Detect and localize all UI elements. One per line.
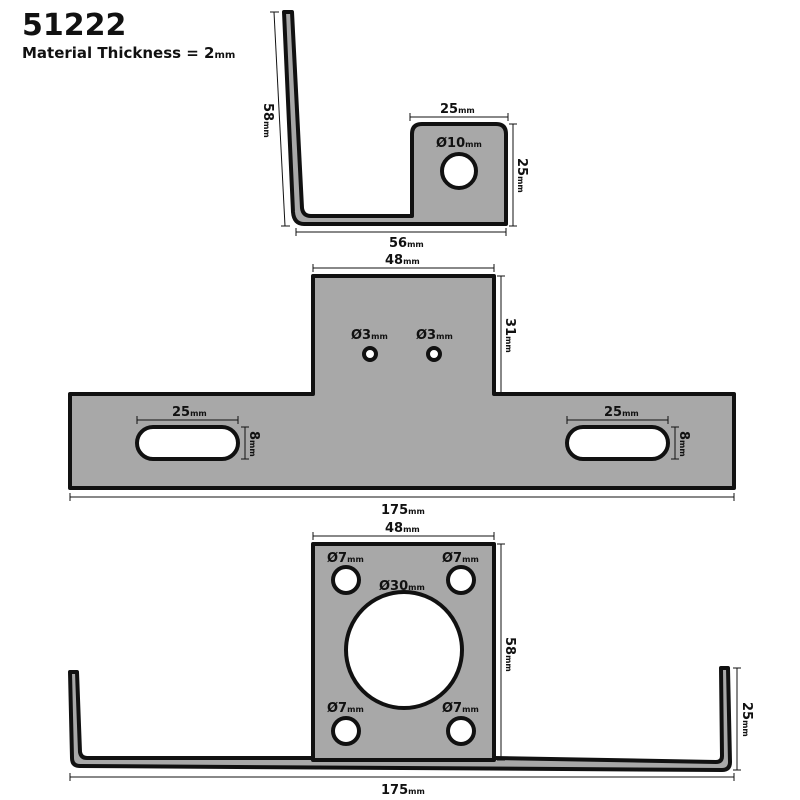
material-thickness: Material Thickness = 2mm bbox=[22, 44, 235, 62]
u-bracket-hole-bottom-right bbox=[446, 716, 476, 746]
header: 51222 Material Thickness = 2mm bbox=[22, 8, 235, 62]
side-view-profile bbox=[282, 10, 508, 226]
dim-line-side-height bbox=[273, 11, 286, 227]
dim-label-u-arm-height: 25mm bbox=[739, 702, 754, 737]
dim-label-slot-right-width: 8mm bbox=[676, 431, 691, 457]
dim-label-slot-right-length: 25mm bbox=[604, 405, 639, 420]
side-view: 58mm 56mm 25mm 25mm Ø10mm bbox=[260, 10, 529, 251]
dim-label-tab-width: 25mm bbox=[440, 102, 475, 117]
label-u-hole-top-left: Ø7mm bbox=[327, 551, 364, 566]
u-bracket-center-hole bbox=[344, 590, 464, 710]
label-u-center-hole: Ø30mm bbox=[379, 579, 425, 594]
dim-label-u-total-width: 175mm bbox=[381, 783, 425, 798]
t-plate-small-hole-right bbox=[426, 346, 442, 362]
u-bracket-profile bbox=[68, 666, 732, 772]
label-u-hole-bottom-left: Ø7mm bbox=[327, 701, 364, 716]
side-view-hole bbox=[440, 152, 478, 190]
u-bracket-hole-bottom-left bbox=[331, 716, 361, 746]
dim-label-slot-left-width: 8mm bbox=[246, 431, 261, 457]
u-bracket-view: 48mm 58mm Ø7mm Ø7mm Ø30mm Ø7mm Ø7mm 25mm… bbox=[68, 521, 754, 798]
thickness-label: Material Thickness = 2 bbox=[22, 44, 215, 62]
u-bracket-hole-top-right bbox=[446, 565, 476, 595]
t-plate-view: 48mm 31mm Ø3mm Ø3mm 25mm 8mm 25mm 8mm bbox=[68, 253, 736, 518]
dim-label-u-plate-width: 48mm bbox=[385, 521, 420, 536]
part-number: 51222 bbox=[22, 8, 127, 43]
dim-label-t-total-width: 175mm bbox=[381, 503, 425, 518]
dim-label-side-height: 58mm bbox=[260, 103, 275, 138]
t-plate-slot-right bbox=[565, 425, 670, 461]
label-u-hole-bottom-right: Ø7mm bbox=[442, 701, 479, 716]
dim-label-u-plate-height: 58mm bbox=[502, 637, 517, 672]
label-t-small-hole-left: Ø3mm bbox=[351, 328, 388, 343]
u-bracket-hole-top-left bbox=[331, 565, 361, 595]
label-side-hole: Ø10mm bbox=[436, 136, 482, 151]
t-plate-slot-left bbox=[135, 425, 240, 461]
dim-label-side-width: 56mm bbox=[389, 236, 424, 251]
dim-label-t-top-height: 31mm bbox=[502, 318, 517, 353]
t-plate-small-hole-left bbox=[362, 346, 378, 362]
dim-label-tab-height: 25mm bbox=[514, 158, 529, 193]
thickness-unit: mm bbox=[214, 50, 236, 61]
label-u-hole-top-right: Ø7mm bbox=[442, 551, 479, 566]
dim-label-slot-left-length: 25mm bbox=[172, 405, 207, 420]
dim-label-t-top-width: 48mm bbox=[385, 253, 420, 268]
label-t-small-hole-right: Ø3mm bbox=[416, 328, 453, 343]
